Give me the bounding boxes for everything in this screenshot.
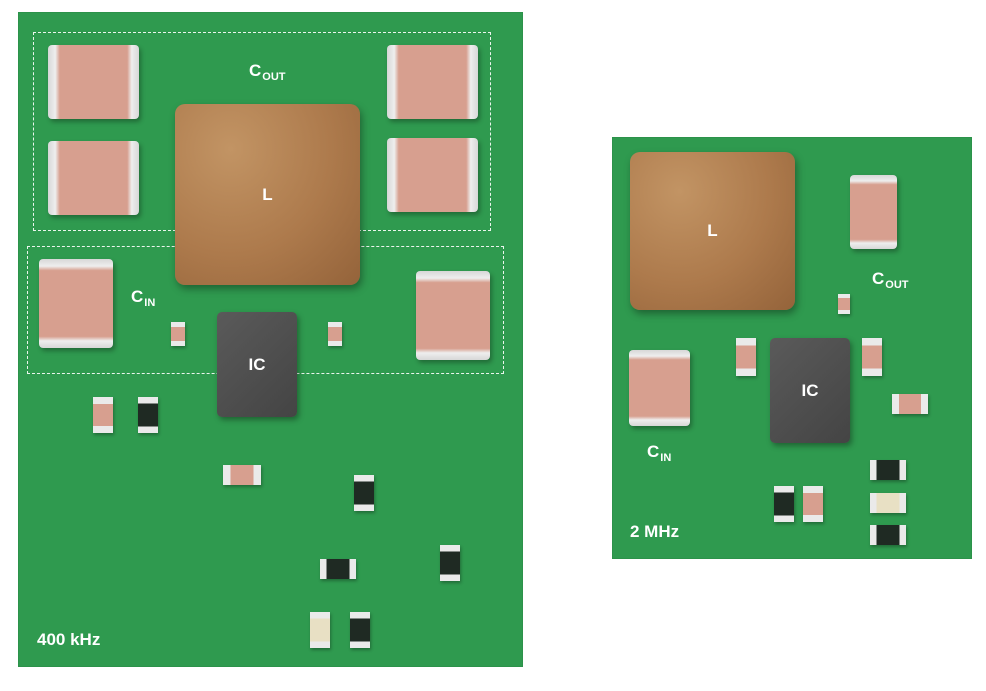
inductor-label: L	[707, 221, 718, 240]
resistor-1	[93, 397, 113, 433]
frequency-label: 2 MHz	[630, 522, 680, 541]
decoupling-capacitor-right	[328, 322, 342, 346]
resistor-6	[350, 612, 370, 648]
decoupling-capacitor-left	[171, 322, 185, 346]
resistor-5	[440, 545, 460, 581]
ic-label: IC	[248, 354, 266, 374]
cin-capacitor-2	[416, 271, 490, 360]
capacitor-3	[892, 394, 928, 414]
cout-capacitor-3	[387, 45, 478, 119]
pcb-2mhz: L COUT CIN IC 2 MHz	[612, 137, 972, 559]
capacitor-5	[223, 465, 261, 485]
cin-label: CIN	[131, 287, 156, 309]
cin-capacitor-1	[39, 259, 113, 348]
cout-capacitor-1	[48, 45, 139, 119]
ic-label: IC	[801, 380, 819, 400]
cout-capacitor	[850, 175, 897, 249]
cout-label: COUT	[249, 61, 286, 83]
capacitor-6	[310, 612, 330, 648]
decoupling-capacitor-top	[838, 294, 850, 314]
resistor-3	[774, 486, 794, 522]
resistor-1	[870, 460, 906, 480]
resistor-2	[870, 525, 906, 545]
resistor-2	[138, 397, 158, 433]
ic-chip: IC	[770, 338, 850, 443]
inductor: L	[630, 152, 795, 310]
capacitor-4	[870, 493, 906, 513]
frequency-label: 400 kHz	[37, 630, 101, 649]
cout-label: COUT	[872, 269, 909, 291]
resistor-3	[354, 475, 374, 511]
cin-label: CIN	[647, 442, 672, 464]
cout-capacitor-2	[48, 141, 139, 215]
cin-capacitor	[629, 350, 690, 426]
ic-chip: IC	[217, 312, 297, 417]
resistor-4	[320, 559, 356, 579]
decoupling-capacitor-right	[862, 338, 882, 376]
pcb-400khz: COUT L CIN IC 400 kHz	[18, 12, 523, 667]
inductor-label: L	[262, 184, 273, 204]
cout-capacitor-4	[387, 138, 478, 212]
capacitor-5	[803, 486, 823, 522]
decoupling-capacitor-left	[736, 338, 756, 376]
inductor: L	[175, 104, 360, 285]
